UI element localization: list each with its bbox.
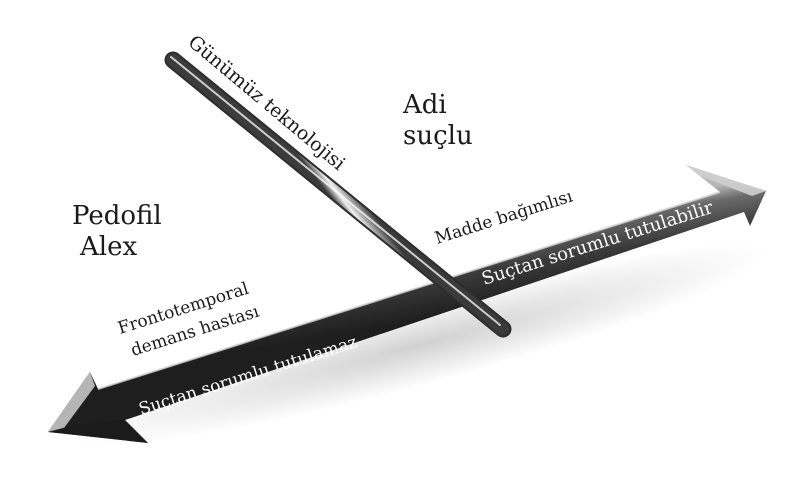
responsibility-arrow [48,165,766,443]
label-adi: Adi [402,90,447,120]
arrow-right-head-highlight [686,165,766,196]
arrow-left-head-shade [48,420,148,443]
arrow-bevel-highlight [97,191,721,390]
technology-rod [164,51,512,338]
label-suclu: suçlu [403,121,473,151]
label-current-technology: Günümüz teknolojisi [184,31,349,175]
label-pedofil: Pedofil [72,201,162,231]
arrow-left-head-highlight [48,372,95,432]
label-madde-bagimlisi: Madde bağımlısı [432,186,575,248]
arrow-shadow [72,244,768,446]
label-alex: Alex [79,232,137,262]
